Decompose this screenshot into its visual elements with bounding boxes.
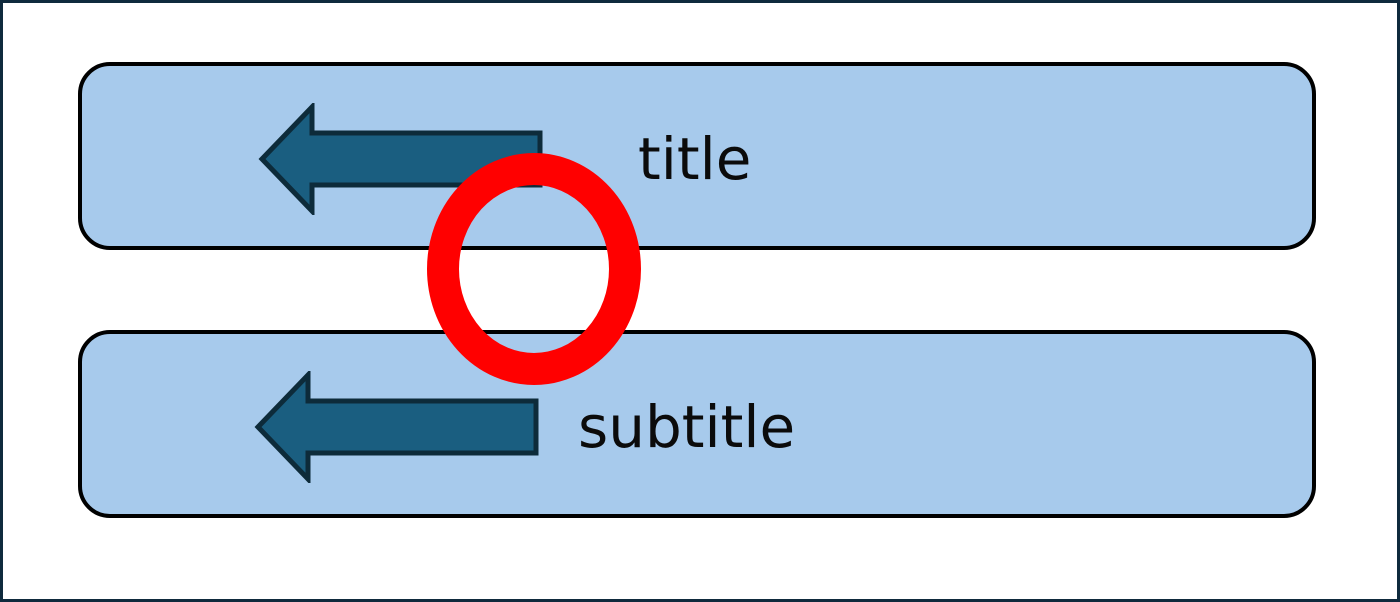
arrow-left-icon [254, 371, 539, 483]
circle-mark-icon [427, 153, 641, 385]
title-label: title [638, 125, 752, 193]
subtitle-label: subtitle [578, 393, 796, 461]
